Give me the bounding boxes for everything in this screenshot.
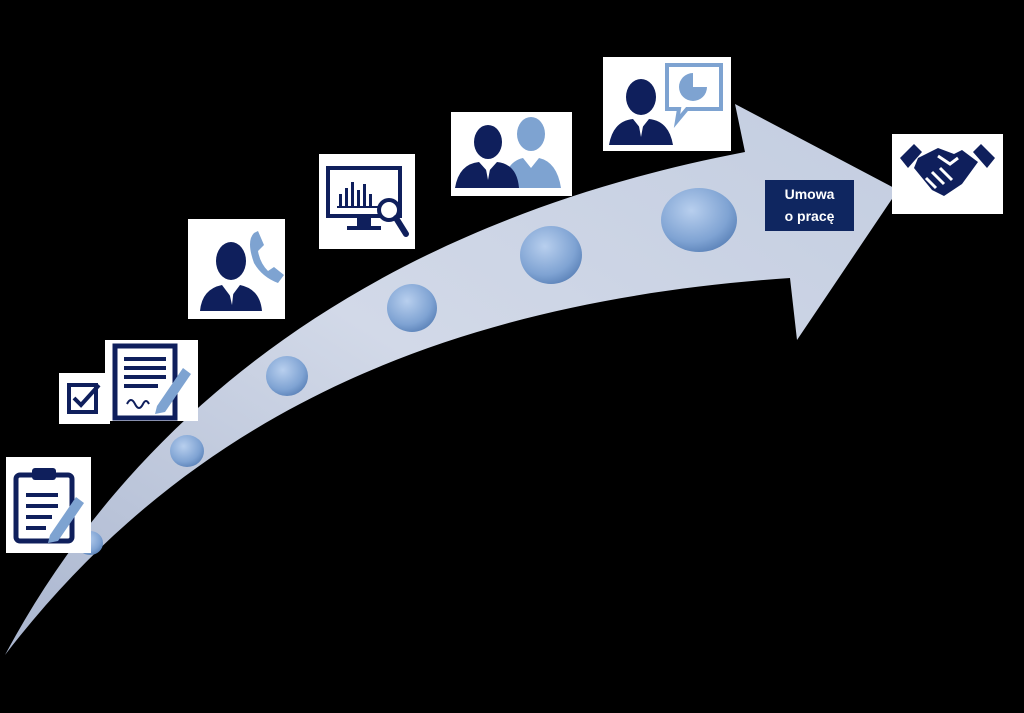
signed-document-icon	[112, 343, 191, 421]
person-phone-icon	[200, 231, 284, 311]
step-tile-5	[319, 154, 415, 249]
step-circle-3	[266, 356, 308, 396]
step-tile-1	[6, 457, 91, 553]
step-circle-2	[170, 435, 204, 467]
monitor-chart-search-icon	[326, 166, 409, 237]
two-people-icon	[455, 117, 561, 188]
step-circles	[77, 188, 737, 555]
contract-label-line2: o pracę	[784, 208, 835, 224]
step-circle-5	[520, 226, 582, 284]
contract-label: Umowa o pracę	[765, 180, 854, 231]
handshake-icon	[900, 144, 995, 196]
step-circle-4	[387, 284, 437, 332]
step-tile-8	[892, 134, 1003, 214]
contract-label-line1: Umowa	[784, 186, 835, 202]
step-tile-3	[105, 340, 198, 421]
step-tile-7	[603, 57, 731, 151]
step-circle-6	[661, 188, 737, 252]
person-chart-bubble-icon	[609, 63, 723, 145]
clipboard-edit-icon	[13, 468, 84, 544]
step-tile-2	[59, 373, 110, 424]
step-tile-6	[451, 112, 572, 196]
checkbox-icon	[67, 383, 101, 414]
step-tile-4	[188, 219, 285, 319]
